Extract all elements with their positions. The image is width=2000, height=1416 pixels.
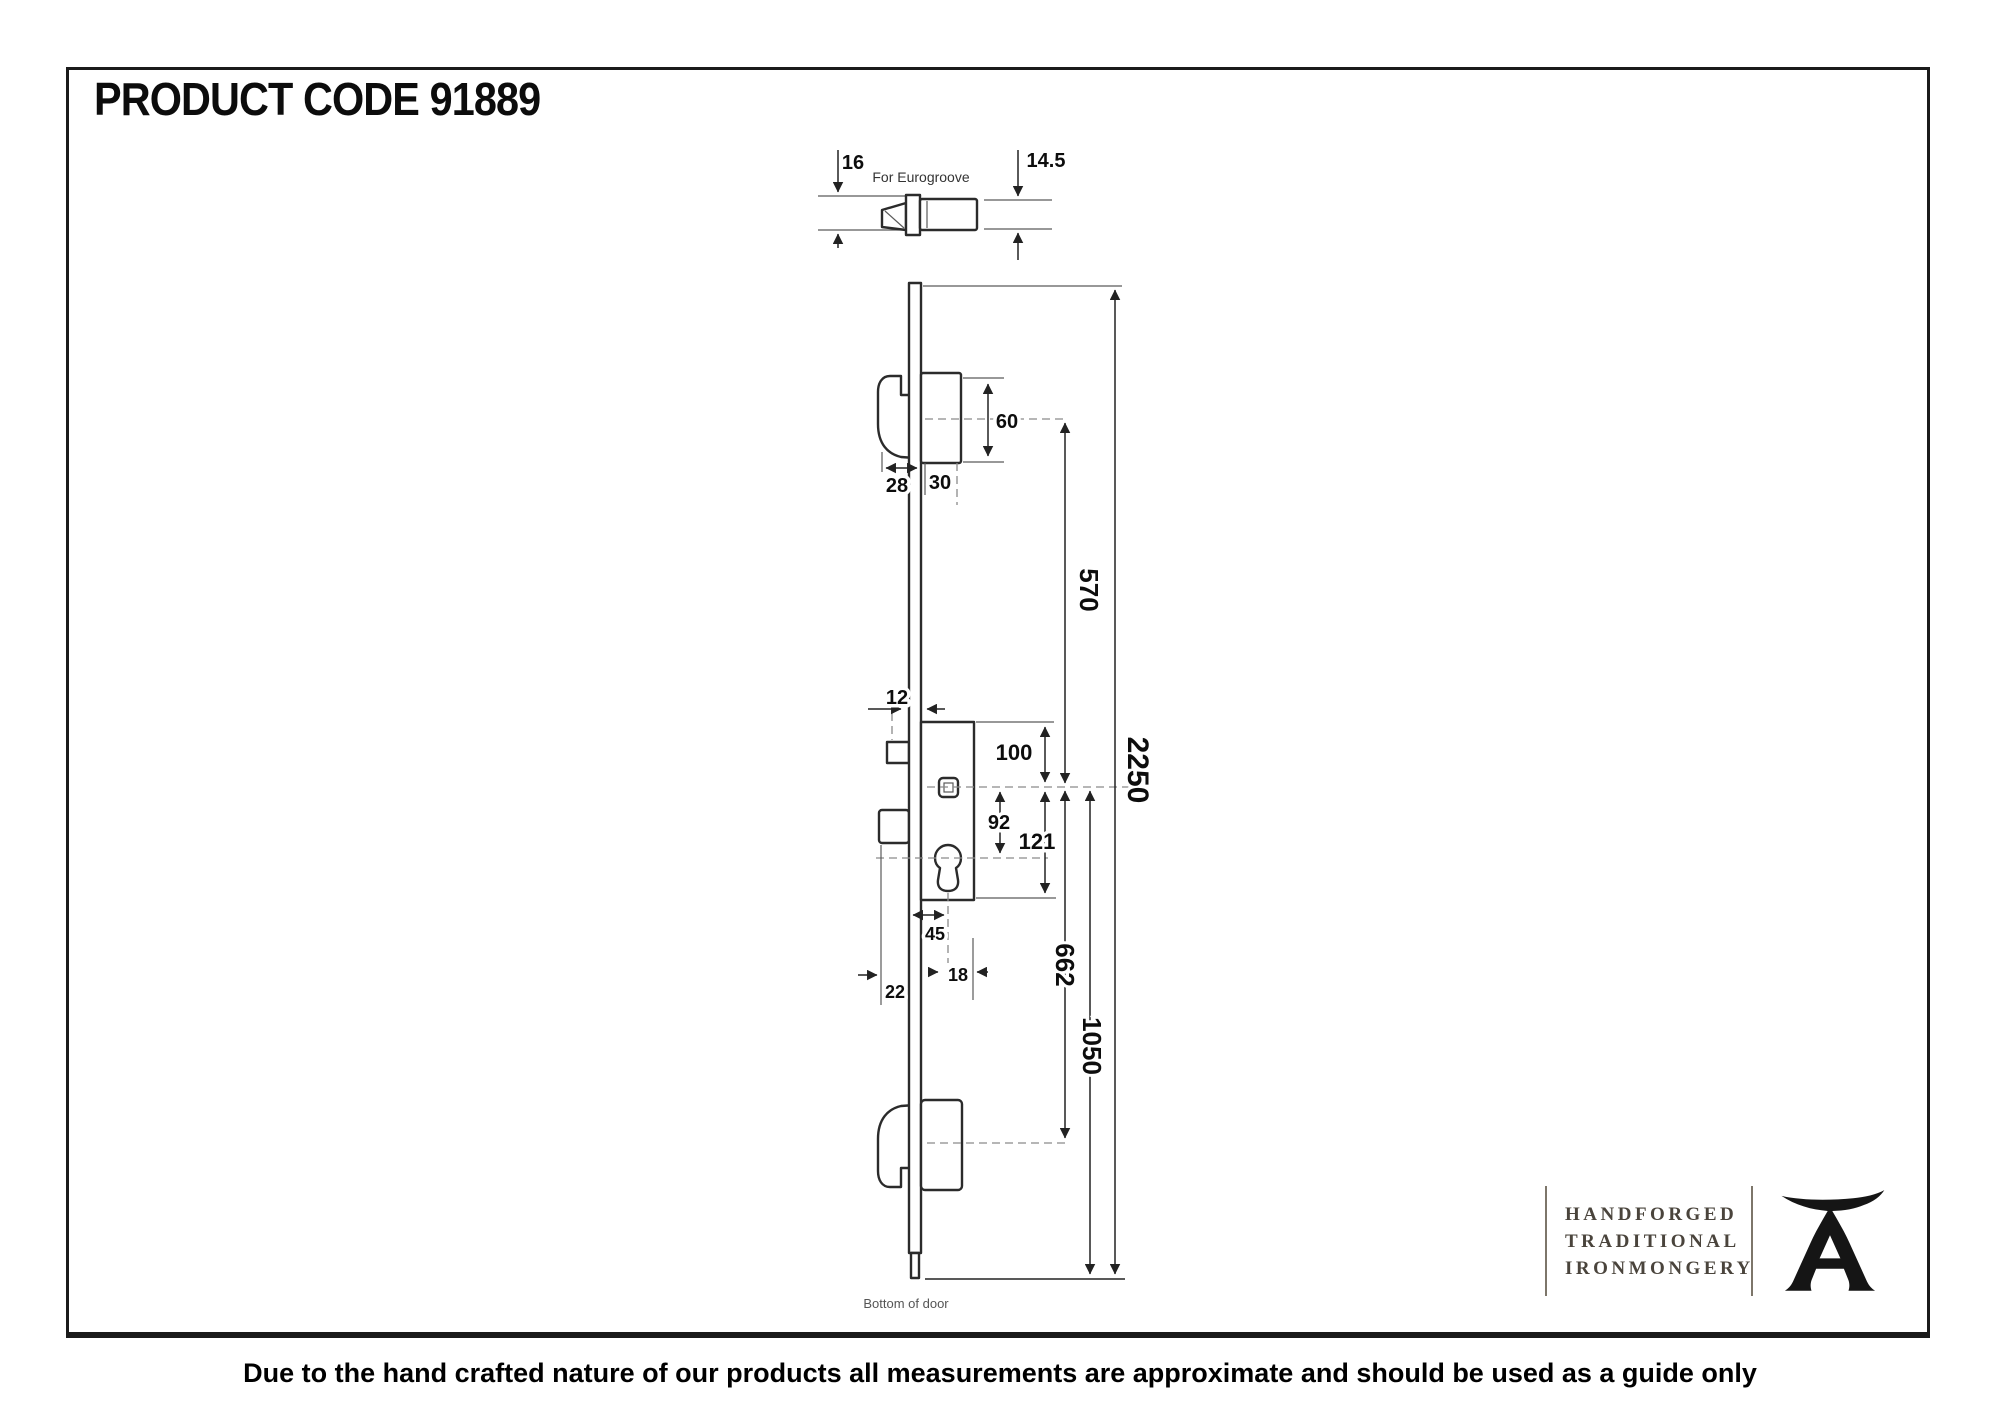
dim-label-45: 45 [925, 924, 945, 944]
faceplate-section [904, 193, 922, 237]
dim-label-100: 100 [996, 740, 1033, 765]
dim-label-30: 30 [929, 472, 951, 494]
logo-wordmark: HANDFORGED TRADITIONAL IRONMONGERY [1547, 1186, 1751, 1296]
dim-label-2250: 2250 [1121, 737, 1154, 804]
eurogroove-note: For Eurogroove [872, 169, 969, 185]
dim-label-12: 12 [886, 687, 908, 709]
dim-label-16: 16 [842, 152, 864, 174]
dim-label-28: 28 [886, 475, 908, 497]
lock-elevation [876, 281, 976, 1280]
top-hook-bolt [876, 374, 917, 460]
dim-label-121: 121 [1019, 829, 1056, 854]
top-keep [919, 371, 963, 465]
logo-line-1: HANDFORGED [1565, 1203, 1738, 1225]
latch-bolt [885, 740, 911, 765]
latch-body-section [918, 197, 979, 232]
dim-label-22: 22 [885, 982, 905, 1002]
logo-line-3: IRONMONGERY [1565, 1257, 1754, 1279]
page-title: PRODUCT CODE 91889 [94, 73, 541, 125]
bottom-keep [919, 1098, 964, 1192]
dimension-labels: 60 28 30 12 100 92 121 45 18 22 570 2250… [863, 408, 1157, 1312]
dim-label-18: 18 [948, 965, 968, 985]
dim-label-662: 662 [1050, 943, 1080, 986]
dim-label-14-5: 14.5 [1027, 150, 1066, 172]
dimension-lines [858, 289, 1121, 1275]
eurogroove-detail-drawing: 16 For Eurogroove 14.5 [818, 147, 1069, 260]
bottom-hook-bolt [876, 1103, 917, 1189]
logo-line-2: TRADITIONAL [1565, 1230, 1740, 1252]
disclaimer-text: Due to the hand crafted nature of our pr… [243, 1358, 1757, 1388]
logo-left-rule [1545, 1186, 1547, 1296]
dim-label-1050: 1050 [1077, 1017, 1107, 1075]
euro-cylinder-hole [933, 843, 963, 893]
drawing-border-box [66, 67, 1930, 1338]
dim-label-60: 60 [996, 411, 1018, 433]
brand-logo: HANDFORGED TRADITIONAL IRONMONGERY [1545, 1186, 1897, 1296]
bottom-of-door-label: Bottom of door [863, 1296, 949, 1311]
dim-label-92: 92 [988, 812, 1010, 834]
anvil-icon [1765, 1186, 1897, 1296]
faceplate [907, 281, 923, 1255]
dim-label-570: 570 [1074, 568, 1104, 611]
deadbolt [877, 808, 911, 845]
faceplate-tip [909, 1251, 921, 1280]
reference-lines [876, 285, 1140, 1280]
logo-middle-rule [1751, 1186, 1753, 1296]
